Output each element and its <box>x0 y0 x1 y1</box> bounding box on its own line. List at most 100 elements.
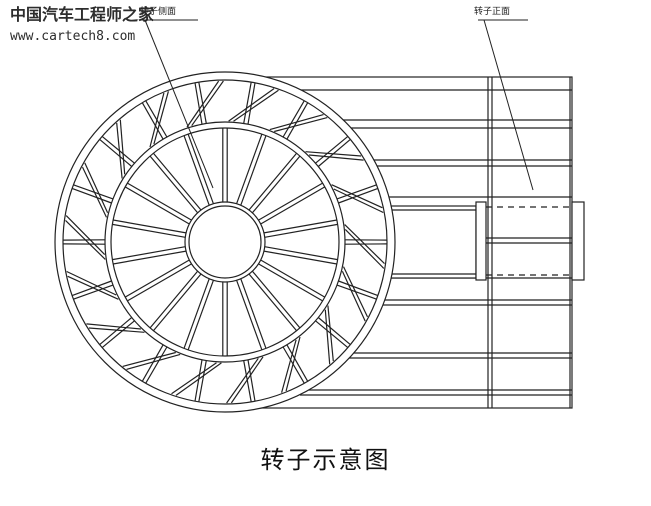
inner-spoke <box>183 135 210 206</box>
vane-edge <box>84 162 109 213</box>
watermark-title: 中国汽车工程师之家 <box>10 5 155 24</box>
outer-spoke <box>71 187 112 204</box>
outer-spoke <box>315 320 349 349</box>
outer-spoke <box>243 360 252 403</box>
inner-spoke <box>251 155 301 214</box>
watermark-url: www.cartech8.com <box>10 29 136 44</box>
side-view-label: 转子侧面 <box>140 5 176 17</box>
inner-spoke <box>240 135 267 206</box>
outer-spoke <box>198 360 207 403</box>
vane-edge <box>81 166 108 218</box>
vane-edge <box>341 271 366 322</box>
inner-spoke <box>240 278 267 349</box>
outer-spoke <box>336 184 377 200</box>
outer-spoke <box>336 284 377 300</box>
outer-spoke <box>286 102 309 140</box>
vane-edge <box>171 362 217 395</box>
vane-edge <box>344 224 385 265</box>
vane-edge <box>342 266 369 318</box>
inner-spoke <box>263 250 338 265</box>
inner-spoke <box>149 155 199 214</box>
vane-edge <box>344 228 385 269</box>
outer-spoke <box>141 102 164 140</box>
outer-spoke <box>73 284 114 300</box>
front-view-label: 转子正面 <box>474 5 510 17</box>
vane-edge <box>186 80 220 128</box>
vane-edge <box>230 356 264 404</box>
outer-spoke <box>338 187 379 204</box>
inner-spoke <box>127 263 192 302</box>
vane-edge <box>126 353 181 370</box>
outer-spoke <box>286 344 309 382</box>
vane-edge <box>65 219 106 260</box>
vane-edge <box>233 89 279 122</box>
outer-spoke <box>317 317 351 346</box>
inner-spoke <box>187 133 214 204</box>
vane-edge <box>281 339 297 393</box>
inner-spoke <box>264 246 338 261</box>
vane-edge <box>149 92 165 148</box>
vane-edge <box>122 351 176 367</box>
inner-spoke <box>112 223 186 238</box>
vane-edge <box>327 305 334 362</box>
inner-spoke <box>183 278 210 349</box>
inner-spoke <box>124 259 190 298</box>
vane-edge <box>191 80 224 127</box>
outer-spoke <box>73 184 114 200</box>
inner-spoke <box>258 182 323 221</box>
inner-spoke <box>112 219 187 234</box>
outer-spoke <box>99 317 133 346</box>
vane-edge <box>324 309 331 365</box>
inner-spoke <box>258 263 323 302</box>
vane-edge <box>66 270 117 296</box>
inner-spoke <box>260 259 326 298</box>
diagram-caption: 转子示意图 <box>260 446 391 474</box>
vane-edge <box>228 88 275 122</box>
inner-spoke <box>236 133 263 204</box>
outer-spoke <box>243 81 252 124</box>
inner-spoke <box>263 219 338 234</box>
watermark: 中国汽车工程师之家 www.cartech8.com <box>10 6 154 46</box>
vane-edge <box>309 154 364 161</box>
inner-spoke <box>127 182 192 221</box>
vane-edge <box>86 323 141 330</box>
vane-edge <box>65 215 106 256</box>
inner-spoke <box>248 273 298 332</box>
outer-spoke <box>99 138 133 167</box>
outer-spoke <box>317 138 351 167</box>
outer-spoke <box>247 359 256 402</box>
inner-spoke <box>248 152 298 211</box>
inner-spoke <box>112 246 186 261</box>
inner-spoke <box>124 186 190 225</box>
outer-spoke <box>145 100 168 138</box>
inner-spoke <box>152 152 202 211</box>
vane-edge <box>285 336 301 392</box>
outer-spoke <box>247 82 256 125</box>
vane-edge <box>305 151 362 157</box>
outer-spoke <box>338 280 379 297</box>
vane-edge <box>333 188 384 214</box>
inner-spoke <box>236 280 263 351</box>
inner-spoke <box>260 186 326 225</box>
vane-edge <box>226 357 259 404</box>
vane-edge <box>331 184 383 209</box>
vane-edge <box>153 91 169 145</box>
vane-edge <box>175 362 222 396</box>
outer-spoke <box>101 320 135 349</box>
vane-edge <box>269 114 324 131</box>
outer-spoke <box>282 100 305 138</box>
outer-spoke <box>194 359 203 402</box>
inner-spoke <box>112 250 187 265</box>
inner-spoke <box>264 223 338 238</box>
outer-spoke <box>194 82 203 125</box>
outer-spoke <box>315 135 349 164</box>
inner-spoke <box>152 273 202 332</box>
vane-edge <box>274 117 328 133</box>
outer-spoke <box>198 81 207 124</box>
outer-spoke <box>145 346 168 384</box>
inner-spoke <box>149 270 199 329</box>
inner-spoke <box>251 270 301 329</box>
outer-spoke <box>101 135 135 164</box>
vane-edge <box>88 327 145 333</box>
